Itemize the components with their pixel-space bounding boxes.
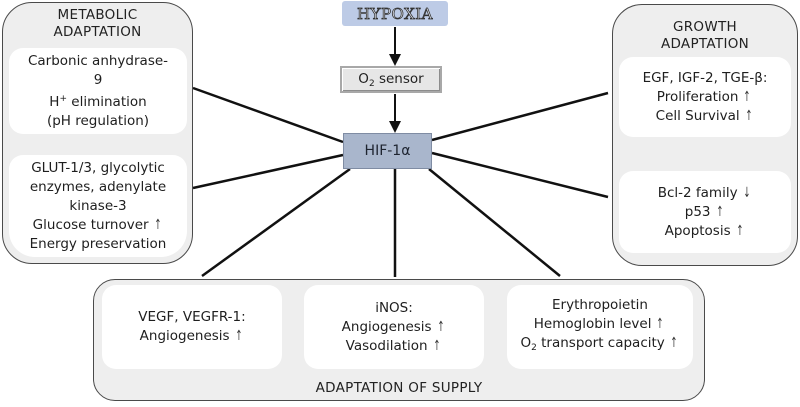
up-arrow-icon: ↑ [234,328,242,344]
o2-sensor-label-sub: 2 [368,78,375,89]
transport-capacity-text: transport capacity [536,335,665,351]
supply-box2-line3: Vasodilation↑ [346,337,443,356]
h-plus-suffix: elimination [67,93,147,110]
growth-box2-line1: Bcl-2 family↓ [658,184,753,203]
growth-box1-line3: Cell Survival↑ [656,107,755,126]
angiogenesis-text: Angiogenesis [341,318,432,335]
supply-box1-line2: Angiogenesis↑ [140,327,245,346]
metabolic-adaptation-panel: METABOLIC ADAPTATION Carbonic anhydrase-… [2,2,193,264]
metabolic-box2-line3: kinase-3 [69,197,127,214]
supply-box3-line2: Hemoglobin level↑ [534,315,666,334]
bcl2-family-text: Bcl-2 family [657,184,738,201]
supply-panel-title: ADAPTATION OF SUPPLY [315,380,483,396]
o2-sub: 2 [531,343,537,353]
up-arrow-icon: ↑ [432,337,440,354]
connector-hif-to-metabolic-box-1 [192,86,344,144]
up-arrow-icon: ↑ [744,107,752,124]
metabolic-box-1: Carbonic anhydrase- 9 H+ elimination (pH… [9,48,187,134]
supply-box3-line1: Erythropoietin [552,297,648,313]
apoptosis-text: Apoptosis [664,222,731,239]
metabolic-box1-line1: Carbonic anhydrase- [27,52,169,69]
growth-box2-line2: p53↑ [685,203,725,222]
vasodilation-text: Vasodilation [345,337,428,354]
supply-box-3: Erythropoietin Hemoglobin level↑ O2 tran… [507,285,693,369]
growth-panel-title: GROWTH ADAPTATION [613,19,797,53]
growth-box-1: EGF, IGF-2, TGE-β: Proliferation↑ Cell S… [619,57,791,137]
supply-box-1: VEGF, VEGFR-1: Angiogenesis↑ [102,285,282,369]
metabolic-box1-line4: (pH regulation) [46,112,150,129]
hif-1a-label: HIF-1α [364,143,411,159]
growth-box1-line2: Proliferation↑ [657,88,753,107]
growth-title-line2: ADAPTATION [660,36,750,52]
metabolic-box2-line4: Glucose turnover↑ [33,216,164,235]
growth-box1-line1: EGF, IGF-2, TGE-β: [642,69,768,86]
up-arrow-icon: ↑ [670,335,678,351]
metabolic-panel-title: METABOLIC ADAPTATION [3,7,192,41]
metabolic-box-2: GLUT-1/3, glycolytic enzymes, adenylate … [9,155,187,257]
up-arrow-icon: ↑ [153,216,161,233]
proliferation-text: Proliferation [656,88,739,105]
metabolic-title-line2: ADAPTATION [53,24,142,40]
o2-sensor-label-suffix: sensor [374,70,424,87]
supply-box-2: iNOS: Angiogenesis↑ Vasodilation↑ [304,285,484,369]
angiogenesis-text: Angiogenesis [139,328,230,344]
up-arrow-icon: ↑ [436,318,444,335]
hypoxia-label: HYPOXIA [356,4,434,23]
supply-box1-line1: VEGF, VEGFR-1: [138,309,246,325]
up-arrow-icon: ↑ [743,88,751,105]
connector-hif-to-metabolic-box-2 [192,153,344,190]
hif-1a-node: HIF-1α [343,133,432,169]
o2-sensor-node: O2 sensor [340,66,442,93]
growth-title-line1: GROWTH [672,19,737,35]
growth-box-2: Bcl-2 family↓ p53↑ Apoptosis↑ [619,171,791,253]
h-plus-prefix: H [49,93,60,110]
supply-box2-line1: iNOS: [375,299,413,316]
metabolic-title-line1: METABOLIC [57,7,138,23]
growth-box2-line3: Apoptosis↑ [665,222,746,241]
connector-hif-to-supply-box-3 [428,168,561,277]
connector-hif-to-supply-box-1 [201,167,351,278]
connector-hif-to-growth-box-2 [431,151,609,199]
adaptation-of-supply-panel: VEGF, VEGFR-1: Angiogenesis↑ iNOS: Angio… [93,279,705,401]
metabolic-box2-line1: GLUT-1/3, glycolytic [31,159,165,176]
down-arrow-icon: ↓ [742,184,750,201]
hypoxia-node: HYPOXIA [342,1,448,26]
hemoglobin-level-text: Hemoglobin level [533,316,652,332]
h-plus-sup: + [59,93,67,104]
o2-sensor-label-prefix: O [358,70,369,87]
glucose-turnover-text: Glucose turnover [32,216,149,233]
cell-survival-text: Cell Survival [655,107,740,124]
growth-adaptation-panel: GROWTH ADAPTATION EGF, IGF-2, TGE-β: Pro… [612,4,798,266]
up-arrow-icon: ↑ [656,316,664,332]
metabolic-box2-line2: enzymes, adenylate [29,178,167,195]
connector-hif-to-growth-box-1 [431,91,609,142]
p53-text: p53 [684,203,711,220]
metabolic-box1-line3: H+ elimination [49,90,146,112]
up-arrow-icon: ↑ [735,222,744,239]
supply-box3-line3: O2 transport capacity ↑ [520,334,679,358]
up-arrow-icon: ↑ [715,203,723,220]
o2-sensor-label: O2 sensor [358,71,423,89]
metabolic-box1-line2: 9 [93,71,103,88]
metabolic-box2-line5: Energy preservation [29,235,167,252]
o2-prefix: O [520,335,532,351]
supply-box2-line2: Angiogenesis↑ [342,318,447,337]
